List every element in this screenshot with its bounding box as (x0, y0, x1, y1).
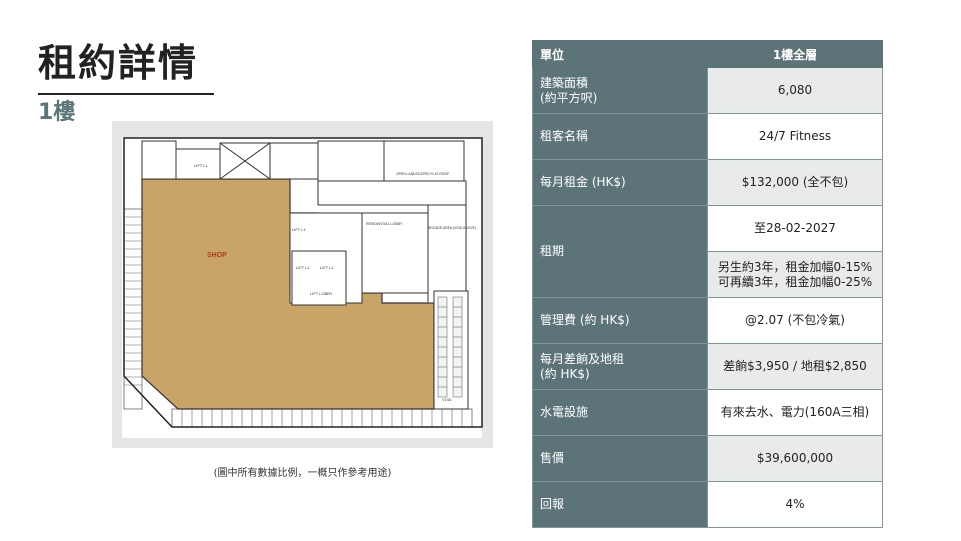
label-lift-2: LIFT L1 (292, 227, 306, 232)
row-label: 建築面積(約平方呎) (532, 67, 708, 114)
row-value: 有來去水、電力(160A三相) (707, 389, 883, 436)
title-underline (38, 93, 214, 95)
label-lift-1: LIFT L1 (194, 163, 208, 168)
label-open-roof: OPEN LANDSCAPED FLAT ROOF (396, 172, 449, 176)
table-row: 每月差餉及地租(約 HK$) 差餉$3,950 / 地租$2,850 (532, 343, 883, 390)
row-value: 至28-02-2027 (707, 205, 883, 252)
header-value: 1樓全層 (707, 40, 883, 68)
row-value: @2.07 (不包冷氣) (707, 297, 883, 344)
floor-subtitle: 1樓 (38, 100, 76, 125)
page-title: 租約詳情 (38, 41, 199, 85)
floor-plan-caption: (圖中所有數據比例，一概只作參考用途) (213, 468, 392, 479)
table-row: 每月租金 (HK$) $132,000 (全不包) (532, 159, 883, 206)
label-arcade: ARCADE AREA (VOID ABOVE) (428, 226, 476, 230)
label-lift-3: LIFT L1 (296, 265, 310, 270)
row-label: 租期 (532, 205, 708, 298)
floor-plan: SHOP LIFT L1 LIFT L1 LIFT L1 LIFT L1 LIF… (112, 121, 493, 448)
row-value: 24/7 Fitness (707, 113, 883, 160)
row-value-secondary: 另生約3年，租金加幅0-15%可再續3年，租金加幅0-25% (707, 251, 883, 298)
table-row: 水電設施 有來去水、電力(160A三相) (532, 389, 883, 436)
row-value: 6,080 (707, 67, 883, 114)
floor-plan-drawing: SHOP LIFT L1 LIFT L1 LIFT L1 LIFT L1 LIF… (122, 137, 483, 438)
table-row: 租期 至28-02-2027 (532, 205, 883, 298)
plan-outline (123, 137, 483, 428)
lease-details-table: 單位 1樓全層 建築面積(約平方呎) 6,080 租客名稱 24/7 Fitne… (532, 40, 883, 528)
row-label: 回報 (532, 481, 708, 528)
label-void: VOID (442, 397, 452, 402)
row-label: 售價 (532, 435, 708, 482)
row-value: $132,000 (全不包) (707, 159, 883, 206)
table-row: 另生約3年，租金加幅0-15%可再續3年，租金加幅0-25% (533, 251, 883, 298)
row-value: $39,600,000 (707, 435, 883, 482)
table-row: 租客名稱 24/7 Fitness (532, 113, 883, 160)
table-row: 管理費 (約 HK$) @2.07 (不包冷氣) (532, 297, 883, 344)
label-lift-lobby: LIFT LOBBY (310, 291, 333, 296)
row-label: 每月租金 (HK$) (532, 159, 708, 206)
header-label: 單位 (532, 40, 708, 68)
label-shop: SHOP (207, 252, 227, 259)
row-label: 管理費 (約 HK$) (532, 297, 708, 344)
escalators (437, 296, 463, 398)
table-row: 售價 $39,600,000 (532, 435, 883, 482)
table-header-row: 單位 1樓全層 (532, 40, 883, 68)
row-label: 租客名稱 (532, 113, 708, 160)
row-label: 每月差餉及地租(約 HK$) (532, 343, 708, 390)
row-value: 4% (707, 481, 883, 528)
row-value: 差餉$3,950 / 地租$2,850 (707, 343, 883, 390)
label-lift-4: LIFT L1 (320, 265, 334, 270)
row-label: 水電設施 (532, 389, 708, 436)
bottom-stair-hatch (171, 408, 473, 428)
table-row: 回報 4% (532, 481, 883, 528)
table-row: 建築面積(約平方呎) 6,080 (532, 67, 883, 114)
label-residential-lobby: RESIDENTIAL LOBBY (366, 222, 403, 226)
top-cores (141, 140, 467, 206)
